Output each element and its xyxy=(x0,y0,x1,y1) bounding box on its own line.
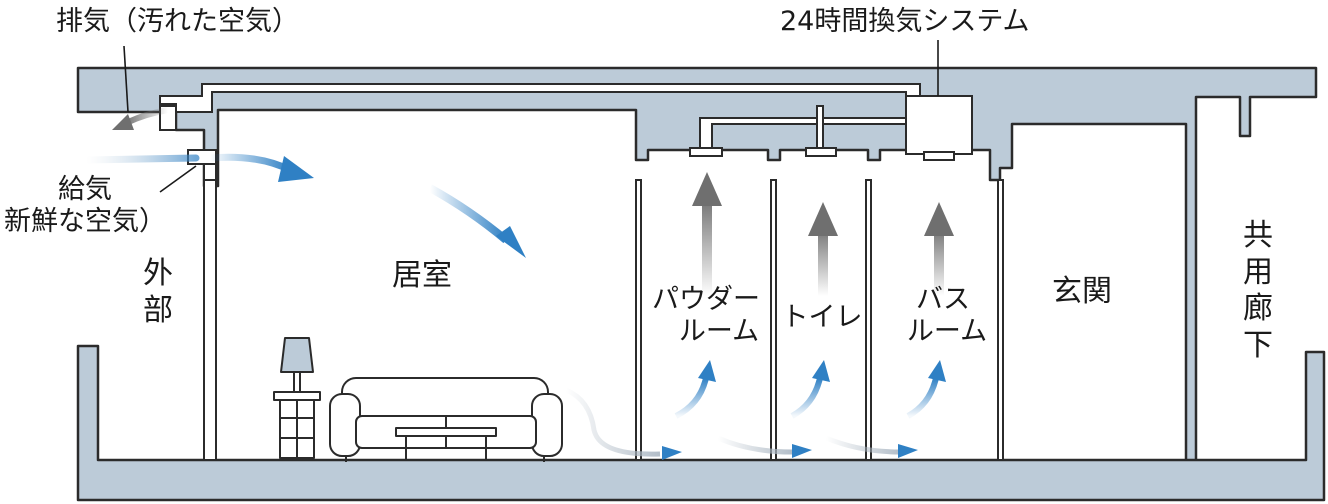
leader-lines xyxy=(123,40,939,193)
floor-slab xyxy=(76,344,1326,502)
label-powder-room-line2: ルーム xyxy=(678,315,760,347)
toilet-rise-head xyxy=(812,360,830,382)
bath-rise-curve xyxy=(906,377,939,419)
label-bath-room: バス ルーム xyxy=(874,284,998,348)
powder-rise-curve xyxy=(674,377,709,419)
wall-toilet-right xyxy=(865,179,872,461)
supply-arrow-head xyxy=(278,156,314,182)
toilet-exhaust-arrow-icon xyxy=(808,202,838,236)
airflow xyxy=(82,107,954,460)
exhaust-arrow-head xyxy=(112,114,134,130)
ventilation-unit xyxy=(905,95,973,155)
coffee-table xyxy=(395,427,497,460)
duct-to-toilet xyxy=(816,105,824,151)
room-flow-arrow-head xyxy=(496,226,526,258)
floor-flow-under-door-2 xyxy=(716,435,793,455)
sofa xyxy=(329,377,563,462)
label-supply-line2: 新鮮な空気） xyxy=(4,205,166,237)
label-system: 24時間換気システム xyxy=(780,6,1030,37)
ceiling-slab xyxy=(76,66,1318,480)
label-toilet: トイレ xyxy=(781,302,863,333)
outer-wall-column xyxy=(203,179,217,461)
label-powder-room: パウダー ルーム xyxy=(640,284,772,348)
grille-toilet xyxy=(805,147,837,157)
label-corridor: 共用廊下 xyxy=(1243,218,1273,363)
supply-arrow-icon xyxy=(209,153,292,174)
supply-leader xyxy=(159,165,197,193)
floor-lamp xyxy=(273,337,321,459)
bath-exhaust-shaft xyxy=(934,226,944,296)
floor-flow-under-door-1 xyxy=(564,387,661,457)
exhaust-leader xyxy=(123,45,129,113)
interior-walls xyxy=(203,179,1004,461)
toilet-exhaust-shaft xyxy=(818,226,828,296)
bath-rise-head xyxy=(928,360,946,382)
supply-vent-inner xyxy=(203,163,217,181)
label-exhaust: 排気（汚れた空気） xyxy=(56,6,299,37)
room-flow-arrow-icon xyxy=(428,184,509,244)
label-supply: 給気 新鮮な空気） xyxy=(4,174,204,238)
floor-flow-arrow-head-3 xyxy=(898,444,918,458)
bath-exhaust-arrow-icon xyxy=(924,202,954,236)
label-outside: 外部 xyxy=(143,256,173,328)
wall-powder xyxy=(635,179,642,461)
supply-inflow-line xyxy=(82,154,200,164)
label-entrance: 玄関 xyxy=(1052,274,1112,309)
main-duct xyxy=(159,83,921,113)
wall-toilet-left xyxy=(770,179,777,461)
wall-bath-right xyxy=(997,179,1004,461)
label-supply-line1: 給気 xyxy=(58,174,112,205)
label-bath-room-line2: ルーム xyxy=(906,315,988,347)
powder-exhaust-arrow-icon xyxy=(692,172,722,206)
duct-system xyxy=(159,83,973,181)
label-bath-room-line1: バス xyxy=(916,284,970,315)
toilet-rise-curve xyxy=(790,377,823,419)
grille-powder xyxy=(689,147,723,157)
floor-flow-arrow-head-1 xyxy=(662,446,682,460)
furniture xyxy=(273,337,563,462)
floor-flow-under-door-3 xyxy=(825,435,901,455)
powder-rise-head xyxy=(698,360,716,382)
floor-flow-arrow-head-2 xyxy=(792,444,812,458)
powder-exhaust-shaft xyxy=(702,196,712,296)
label-powder-room-line1: パウダー xyxy=(652,284,760,315)
ventilation-unit-grille xyxy=(923,151,955,161)
label-living-room: 居室 xyxy=(392,258,452,293)
